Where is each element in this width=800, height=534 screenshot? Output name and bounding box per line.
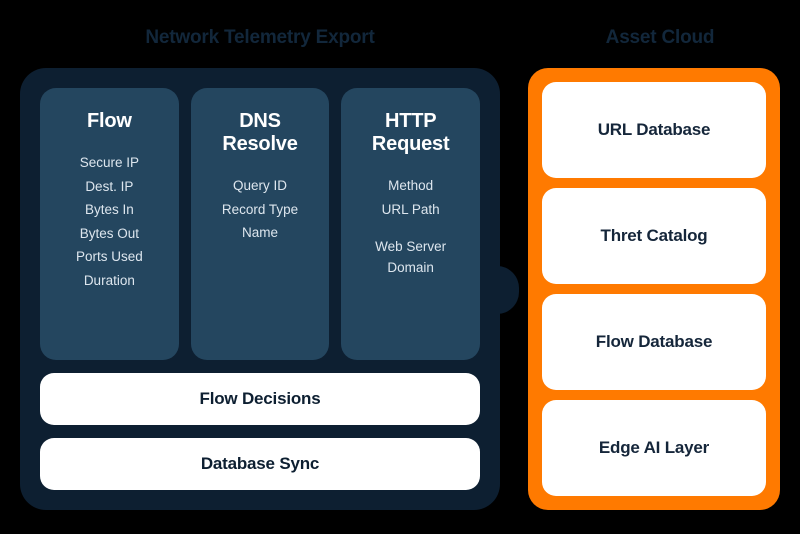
field-item: Method xyxy=(388,178,434,194)
telemetry-action-bars: Flow Decisions Database Sync xyxy=(40,373,480,490)
field-list-http-request: Method URL Path Web Server Domain xyxy=(375,176,446,278)
column-heading-flow: Flow xyxy=(86,110,132,132)
telemetry-column-flow: Flow Secure IP Dest. IP Bytes In Bytes O… xyxy=(40,88,179,360)
asset-card-url-database[interactable]: URL Database xyxy=(542,82,766,178)
field-item: URL Path xyxy=(381,201,440,217)
asset-card-edge-ai-layer[interactable]: Edge AI Layer xyxy=(542,400,766,496)
telemetry-column-dns-resolve: DNS Resolve Query ID Record Type Name xyxy=(190,88,330,360)
field-item: Bytes In xyxy=(84,202,134,218)
network-telemetry-export-panel: Flow Secure IP Dest. IP Bytes In Bytes O… xyxy=(20,68,500,510)
telemetry-column-http-request: HTTP Request Method URL Path Web Server … xyxy=(341,88,481,360)
section-title-asset-cloud: Asset Cloud xyxy=(605,27,715,48)
column-heading-dns-resolve: DNS Resolve xyxy=(222,110,298,156)
section-title-network-telemetry-export: Network Telemetry Export xyxy=(145,27,375,48)
asset-cloud-panel: URL Database Thret Catalog Flow Database… xyxy=(528,68,780,510)
field-item: Name xyxy=(242,225,279,241)
column-heading-http-request: HTTP Request xyxy=(371,110,450,156)
bar-flow-decisions[interactable]: Flow Decisions xyxy=(40,373,480,425)
asset-card-flow-database[interactable]: Flow Database xyxy=(542,294,766,390)
field-item: Record Type xyxy=(221,201,299,217)
telemetry-columns: Flow Secure IP Dest. IP Bytes In Bytes O… xyxy=(40,88,481,360)
panel-connector-arrow xyxy=(497,266,519,314)
field-item: Ports Used xyxy=(75,249,143,265)
field-list-flow: Secure IP Dest. IP Bytes In Bytes Out Po… xyxy=(76,153,143,291)
field-item: Dest. IP xyxy=(85,178,134,194)
field-item: Duration xyxy=(83,272,135,288)
field-item: Secure IP xyxy=(79,155,139,171)
bar-database-sync[interactable]: Database Sync xyxy=(40,438,480,490)
field-item: Web Server Domain xyxy=(375,239,447,275)
field-item: Query ID xyxy=(233,178,288,194)
field-item: Bytes Out xyxy=(79,225,139,241)
asset-card-thret-catalog[interactable]: Thret Catalog xyxy=(542,188,766,284)
field-list-dns-resolve: Query ID Record Type Name xyxy=(222,176,298,244)
